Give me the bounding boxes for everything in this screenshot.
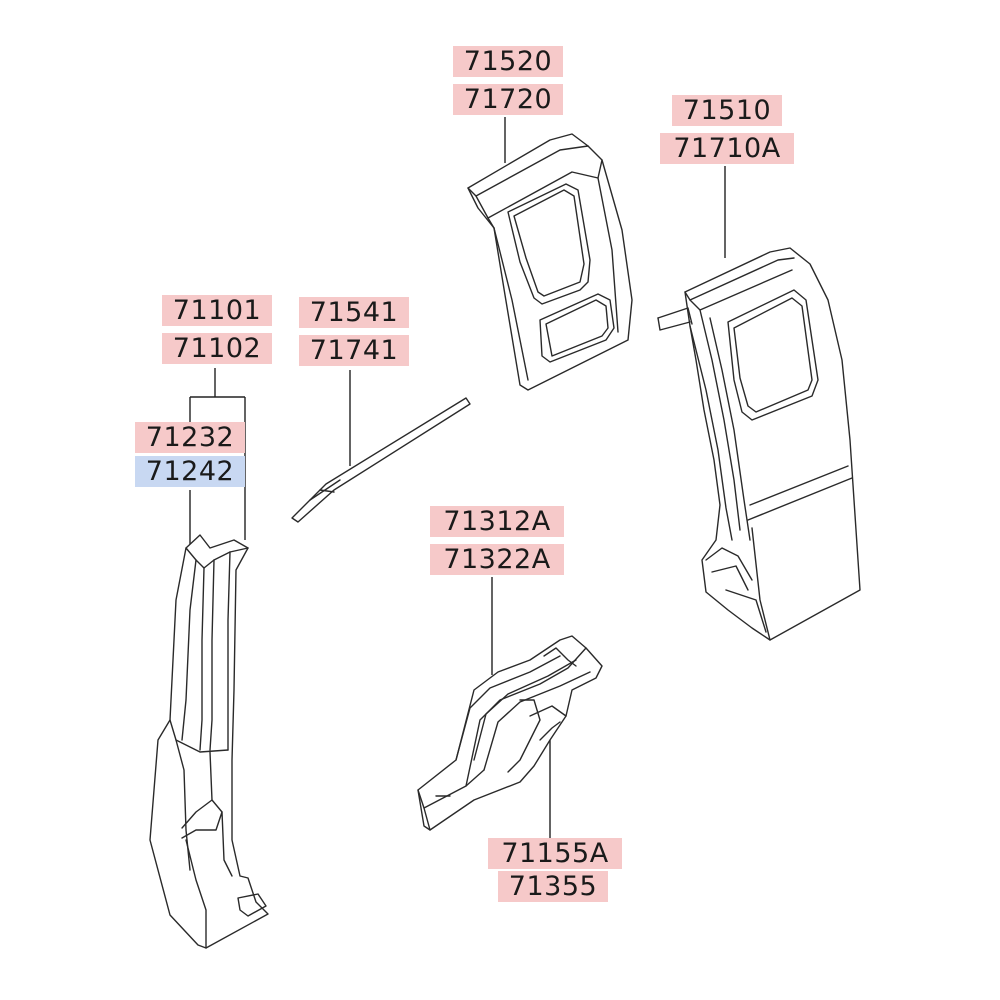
floor-side-member[interactable] bbox=[417, 635, 603, 831]
quarter-inner-lower-panel[interactable] bbox=[657, 247, 861, 641]
label-71101[interactable]: 71101 bbox=[162, 295, 272, 326]
label-71510[interactable]: 71510 bbox=[672, 95, 782, 126]
label-71155a[interactable]: 71155A bbox=[488, 838, 622, 869]
label-71322a[interactable]: 71322A bbox=[430, 544, 564, 575]
label-71242[interactable]: 71242 bbox=[135, 456, 245, 487]
label-71102[interactable]: 71102 bbox=[162, 333, 272, 364]
quarter-inner-upper-panel[interactable] bbox=[467, 133, 633, 391]
roof-rail-strip[interactable] bbox=[291, 397, 471, 523]
label-71720[interactable]: 71720 bbox=[453, 84, 563, 115]
label-71520[interactable]: 71520 bbox=[453, 46, 563, 77]
label-71312a[interactable]: 71312A bbox=[430, 506, 564, 537]
leader-lines bbox=[189, 117, 726, 838]
label-71741[interactable]: 71741 bbox=[299, 335, 409, 366]
label-71355[interactable]: 71355 bbox=[498, 871, 608, 902]
center-pillar[interactable] bbox=[149, 534, 269, 949]
label-71232[interactable]: 71232 bbox=[135, 422, 245, 453]
label-71541[interactable]: 71541 bbox=[299, 297, 409, 328]
label-71710a[interactable]: 71710A bbox=[660, 133, 794, 164]
